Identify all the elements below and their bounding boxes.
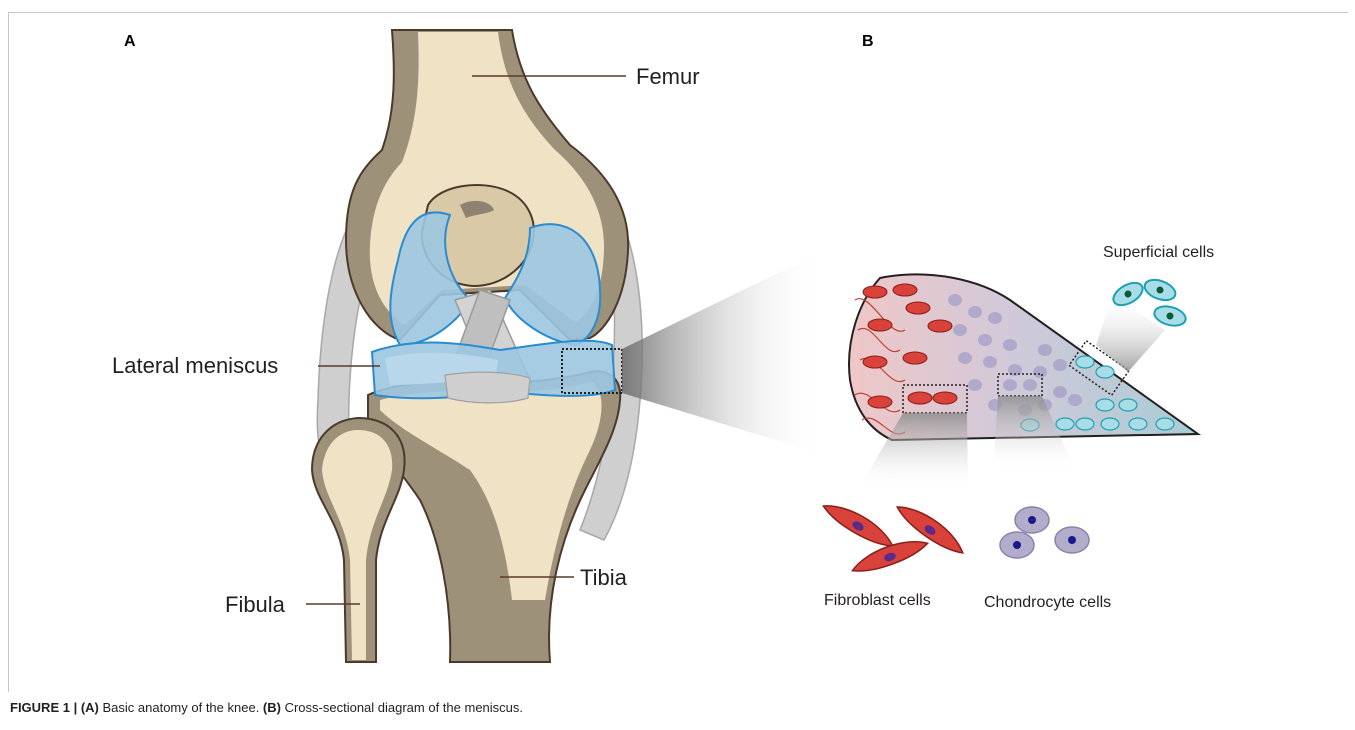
panel-label-a: A <box>124 33 136 50</box>
superficial-cell <box>1076 356 1094 368</box>
figure-caption: FIGURE 1 | (A) Basic anatomy of the knee… <box>10 700 523 715</box>
label-superficial-cells: Superficial cells <box>1103 244 1214 261</box>
chondrocyte-nucleus <box>1028 516 1036 524</box>
fibroblast-cell <box>868 319 892 331</box>
chondrocyte-cell <box>968 306 982 318</box>
superficial-cell <box>1056 418 1074 430</box>
fibroblast-cell <box>928 320 952 332</box>
fibroblast-cell <box>933 392 957 404</box>
caption-b-text: Cross-sectional diagram of the meniscus. <box>281 700 523 715</box>
panel-label-b: B <box>862 33 874 50</box>
chondrocyte-cell <box>948 294 962 306</box>
caption-a-text: Basic anatomy of the knee. <box>99 700 263 715</box>
fibula-highlight <box>322 430 392 660</box>
chondrocyte-cell <box>958 352 972 364</box>
fibroblast-cell <box>893 284 917 296</box>
chondrocyte-nucleus <box>1068 536 1076 544</box>
label-fibula: Fibula <box>225 592 286 617</box>
superficial-cell-large <box>1152 303 1188 329</box>
caption-figure-label: FIGURE 1 | <box>10 700 81 715</box>
chondrocyte-cell <box>1003 339 1017 351</box>
fibroblast-cell <box>908 392 932 404</box>
transverse-ligament <box>445 372 530 403</box>
fibroblast-cell <box>906 302 930 314</box>
superficial-cell <box>1096 366 1114 378</box>
chondrocyte-cell <box>1053 359 1067 371</box>
caption-a-tag: (A) <box>81 700 99 715</box>
chondrocyte-cell <box>1033 366 1047 378</box>
chondrocyte-cell <box>1023 379 1037 391</box>
fibroblast-cell <box>863 356 887 368</box>
chondrocyte-cell <box>1003 379 1017 391</box>
chondrocyte-cell <box>988 312 1002 324</box>
label-chondrocyte-cells: Chondrocyte cells <box>984 594 1111 611</box>
chondrocyte-cell <box>1053 386 1067 398</box>
superficial-beam <box>1096 296 1165 372</box>
chondrocyte-cell <box>1068 394 1082 406</box>
superficial-cell <box>1156 418 1174 430</box>
knee-figure: A B <box>0 0 1355 700</box>
superficial-cell <box>1101 418 1119 430</box>
label-tibia: Tibia <box>580 565 628 590</box>
fibroblast-cell-large <box>820 497 898 553</box>
fibroblast-cell <box>863 286 887 298</box>
chondrocyte-cell <box>953 324 967 336</box>
chondrocyte-cell <box>983 356 997 368</box>
fibroblast-cell <box>868 396 892 408</box>
superficial-cell <box>1096 399 1114 411</box>
chondrocyte-cells-enlarged <box>1000 507 1089 558</box>
chondrocyte-cell <box>1038 344 1052 356</box>
zoom-cone <box>622 250 825 455</box>
chondrocyte-nucleus <box>1013 541 1021 549</box>
superficial-cell-large <box>1142 276 1178 304</box>
fibroblast-cell <box>903 352 927 364</box>
fibroblast-cells-enlarged <box>820 497 969 578</box>
chondrocyte-cell <box>978 334 992 346</box>
superficial-cell <box>1119 399 1137 411</box>
label-fibroblast-cells: Fibroblast cells <box>824 592 931 609</box>
superficial-cell <box>1076 418 1094 430</box>
label-femur: Femur <box>636 64 700 89</box>
superficial-cell <box>1129 418 1147 430</box>
caption-b-tag: (B) <box>263 700 281 715</box>
chondrocyte-cell <box>968 379 982 391</box>
label-lateral-meniscus: Lateral meniscus <box>112 353 278 378</box>
